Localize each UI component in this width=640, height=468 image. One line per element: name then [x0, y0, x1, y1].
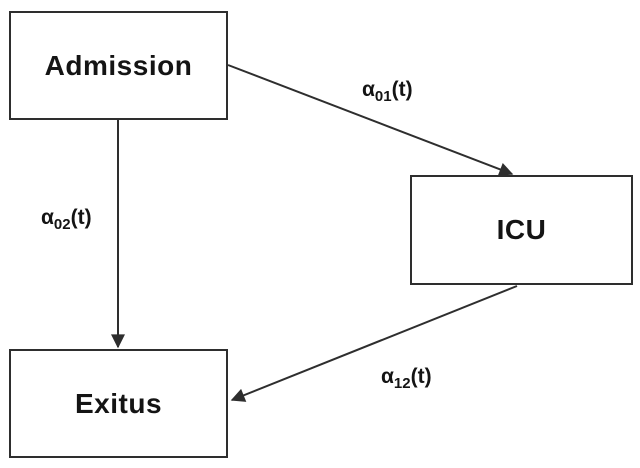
- alpha-subscript: 12: [393, 375, 411, 392]
- alpha-symbol: α: [362, 78, 375, 101]
- state-box-icu: ICU: [410, 175, 633, 285]
- alpha-subscript: 02: [53, 216, 71, 233]
- transition-rate-label-a01: α01(t): [362, 78, 413, 105]
- alpha-symbol: α: [381, 365, 394, 388]
- transition-rate-label-a02: α02(t): [41, 206, 92, 233]
- state-box-exitus: Exitus: [9, 349, 228, 458]
- state-label-icu: ICU: [496, 214, 547, 245]
- alpha-subscript: 01: [374, 88, 392, 105]
- alpha-suffix: (t): [410, 365, 432, 388]
- state-label-admission: Admission: [44, 49, 193, 81]
- transition-rate-label-a12: α12(t): [381, 365, 432, 392]
- state-box-admission: Admission: [9, 11, 228, 120]
- arrow-admission-to-icu: [227, 64, 514, 177]
- alpha-symbol: α: [41, 206, 54, 229]
- state-label-exitus: Exitus: [74, 387, 163, 419]
- alpha-suffix: (t): [391, 78, 413, 101]
- alpha-suffix: (t): [70, 206, 92, 229]
- arrow-icu-to-exitus: [230, 285, 518, 402]
